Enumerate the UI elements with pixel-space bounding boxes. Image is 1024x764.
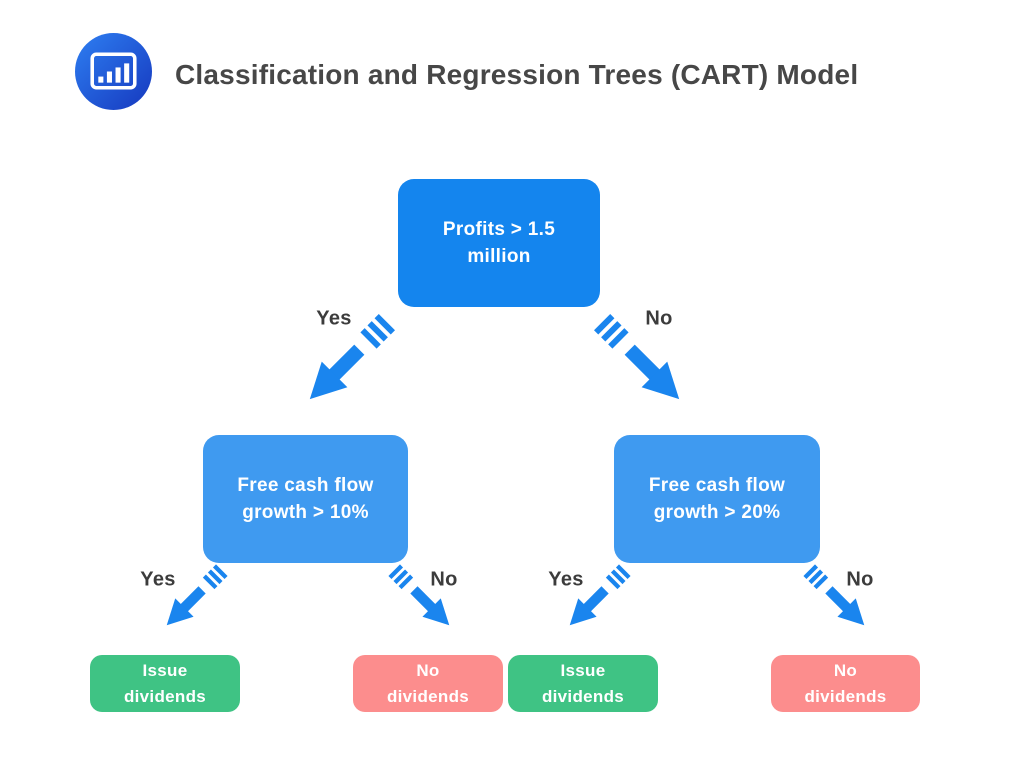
leaf-condition-label-yes-1: Yes <box>140 568 176 591</box>
leaf-node-issue-dividends-1: Issue dividends <box>90 655 240 712</box>
leaf-node-no-dividends-2: No dividends <box>771 655 920 712</box>
leaf-node-issue-dividends-2: Issue dividends <box>508 655 658 712</box>
branch-node-right: Free cash flow growth > 20% <box>614 435 820 563</box>
root-node: Profits > 1.5 million <box>398 179 600 307</box>
branch-node-left: Free cash flow growth > 10% <box>203 435 408 563</box>
branch-left-condition-label: Yes <box>316 307 352 330</box>
leaf-condition-label-no-1: No <box>430 568 458 591</box>
leaf-condition-label-yes-2: Yes <box>548 568 584 591</box>
leaf-condition-label-no-2: No <box>846 568 874 591</box>
branch-right-condition-label: No <box>645 307 673 330</box>
leaf-node-no-dividends-1: No dividends <box>353 655 503 712</box>
page-title: Classification and Regression Trees (CAR… <box>175 59 859 90</box>
arrow-down-right-icon <box>587 307 696 416</box>
bar-chart-icon <box>75 33 152 110</box>
